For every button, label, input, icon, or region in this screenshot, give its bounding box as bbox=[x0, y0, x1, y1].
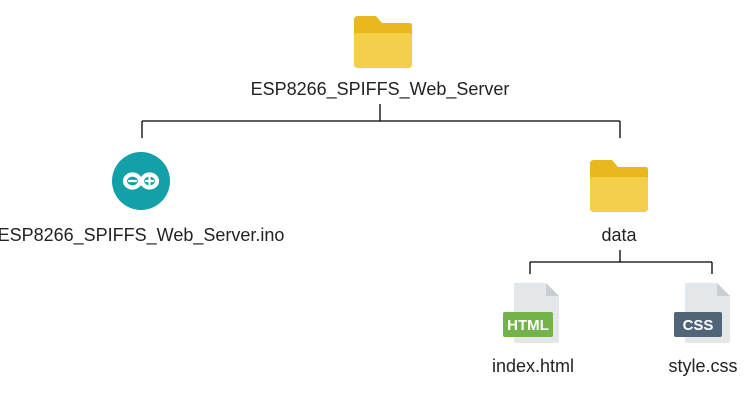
html-badge: HTML bbox=[507, 317, 549, 334]
html-file-icon: HTML bbox=[503, 283, 559, 343]
folder-icon bbox=[354, 16, 412, 68]
root-folder-label: ESP8266_SPIFFS_Web_Server bbox=[250, 79, 510, 99]
sketch-file-label: ESP8266_SPIFFS_Web_Server.ino bbox=[0, 225, 285, 245]
data-folder-connector bbox=[529, 250, 713, 274]
data-folder-label: data bbox=[601, 225, 637, 245]
css-badge: CSS bbox=[683, 317, 714, 334]
css-file-icon: CSS bbox=[674, 283, 730, 343]
html-file-label: index.html bbox=[491, 356, 575, 376]
folder-icon bbox=[590, 160, 648, 212]
root-connector bbox=[141, 104, 621, 138]
arduino-icon bbox=[112, 152, 170, 210]
css-file-label: style.css bbox=[668, 356, 738, 376]
